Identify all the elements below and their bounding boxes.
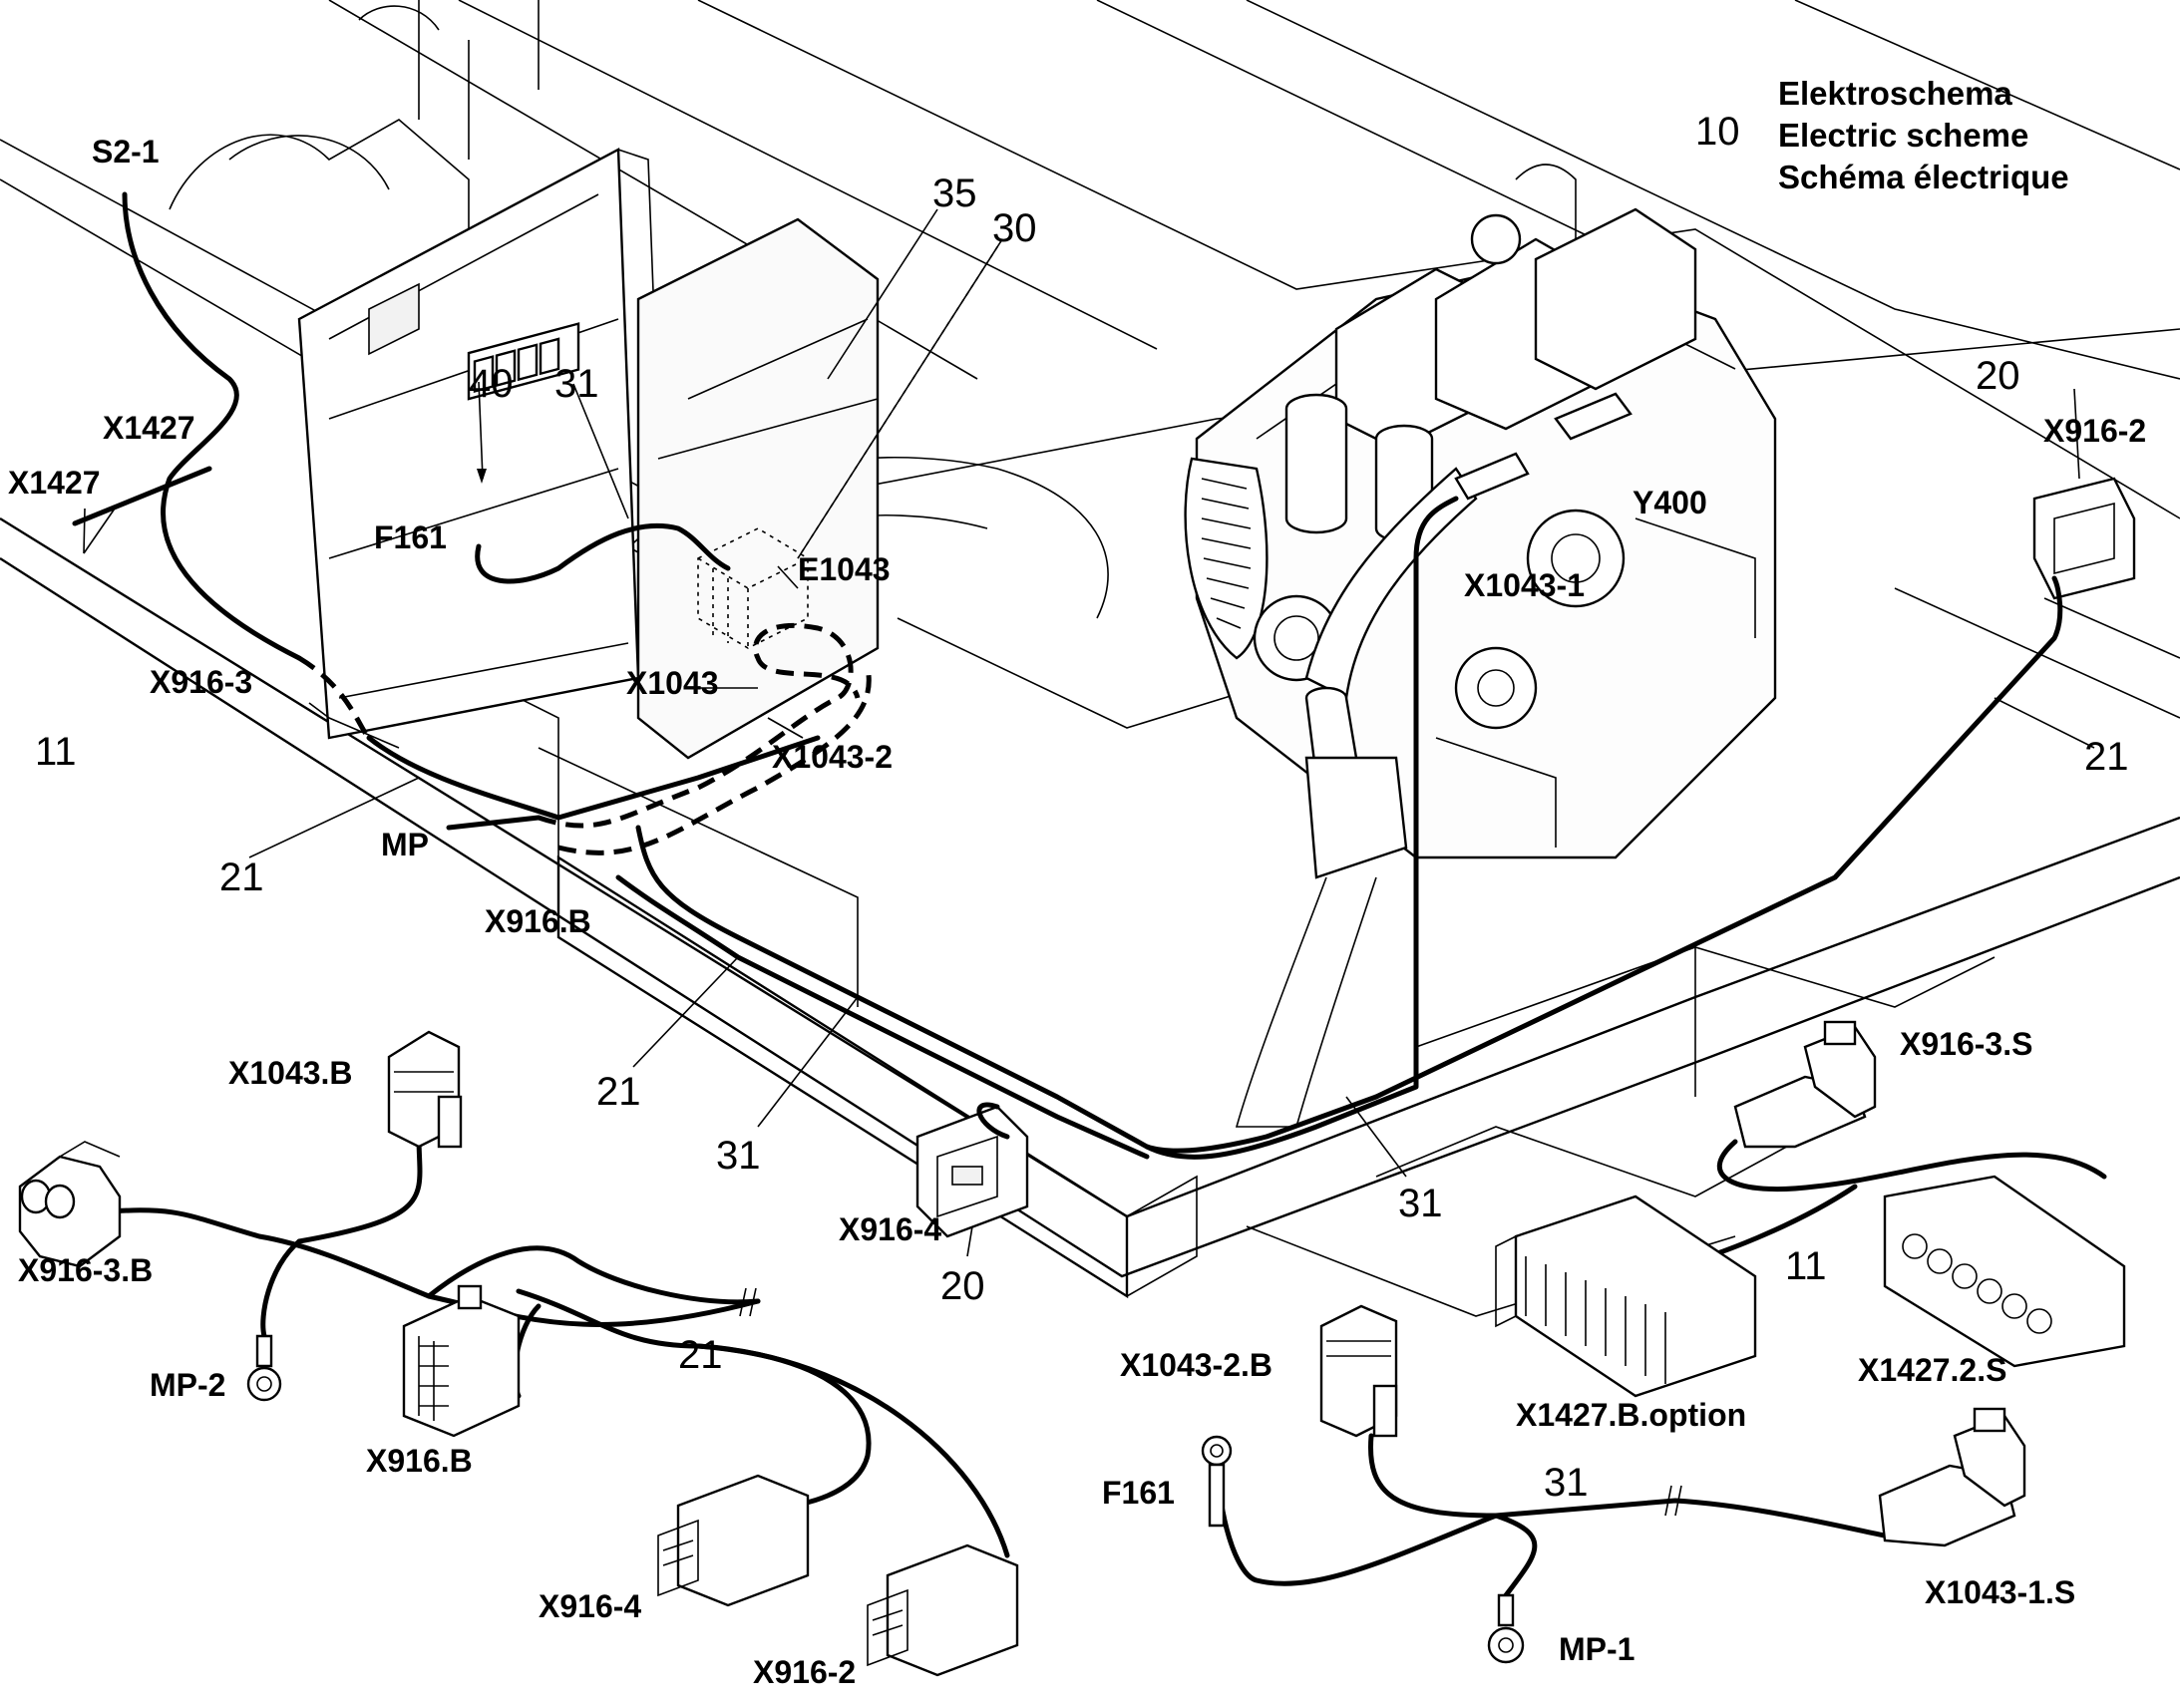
label-x1427-2-s: X1427.2.S <box>1858 1352 2006 1388</box>
engine <box>1184 164 1777 1128</box>
label-y400: Y400 <box>1633 485 1707 520</box>
callout-11-left: 11 <box>35 730 77 774</box>
legend-line-en: Electric scheme <box>1778 117 2028 154</box>
label-x916-b-top: X916.B <box>485 903 591 939</box>
label-x1043-1-s: X1043-1.S <box>1925 1574 2075 1610</box>
fuse-block-f161 <box>467 322 580 401</box>
callout-20-right: 20 <box>1976 354 2020 398</box>
label-x916-2-top: X916-2 <box>2043 413 2146 449</box>
label-x916-3: X916-3 <box>150 664 252 700</box>
label-s2-1: S2-1 <box>92 134 160 170</box>
label-x1427-a: X1427 <box>103 410 195 446</box>
callout-20-bottom: 20 <box>940 1264 985 1308</box>
control-panel <box>297 148 880 760</box>
callout-11-right: 11 <box>1785 1244 1827 1288</box>
callout-40-arrow <box>477 469 487 484</box>
label-x916-b-bottom: X916.B <box>366 1443 473 1479</box>
legend-number: 10 <box>1695 110 1740 154</box>
label-mp-1: MP-1 <box>1559 1631 1635 1667</box>
label-x916-2-bottom: X916-2 <box>753 1654 856 1690</box>
callout-21-mid: 21 <box>596 1070 641 1114</box>
label-x916-4-top: X916-4 <box>839 1211 941 1247</box>
callout-40: 40 <box>469 362 514 406</box>
label-x1427-b-option: X1427.B.option <box>1516 1397 1746 1433</box>
x916-2-connector-block <box>2032 477 2136 600</box>
label-x1427-b: X1427 <box>8 465 101 501</box>
callout-35: 35 <box>932 171 977 215</box>
label-x1043: X1043 <box>626 665 719 701</box>
harness-11-detail <box>1495 1020 2126 1398</box>
callout-30: 30 <box>992 206 1037 250</box>
label-f161-bottom: F161 <box>1102 1475 1175 1511</box>
label-x916-3-b: X916-3.B <box>18 1252 153 1288</box>
harness-21-detail <box>18 1030 1019 1677</box>
callout-31-right: 31 <box>1398 1182 1443 1225</box>
legend-line-de: Elektroschema <box>1778 75 2012 112</box>
callout-31-bottom: 31 <box>1544 1461 1589 1505</box>
label-e1043: E1043 <box>798 551 891 587</box>
harness-routing <box>72 191 2063 1160</box>
callout-31-top: 31 <box>554 362 599 406</box>
label-x916-4-bottom: X916-4 <box>539 1588 641 1624</box>
label-f161: F161 <box>374 519 447 555</box>
label-mp: MP <box>381 827 429 862</box>
label-x1043-2: X1043-2 <box>772 739 893 775</box>
leader-lines <box>83 208 2095 1257</box>
harness-31-detail <box>1201 1304 2026 1664</box>
label-x1043-2-b: X1043-2.B <box>1120 1347 1272 1383</box>
legend-line-fr: Schéma électrique <box>1778 159 2069 195</box>
label-x916-3-s: X916-3.S <box>1900 1026 2032 1062</box>
legend-block: 10 Elektroschema Electric scheme Schéma … <box>1695 75 2069 195</box>
label-mp-2: MP-2 <box>150 1367 225 1403</box>
label-x1043-1: X1043-1 <box>1464 567 1585 603</box>
callout-21-bottom: 21 <box>678 1333 723 1377</box>
e1043-module-outline <box>697 527 809 649</box>
callout-21-right: 21 <box>2084 735 2129 779</box>
callout-21-left: 21 <box>219 855 264 899</box>
label-x1043-b: X1043.B <box>228 1055 353 1091</box>
connector-labels: S2-1 X1427 X1427 X916-3 F161 E1043 X1043… <box>8 134 2146 1690</box>
callout-31-mid: 31 <box>716 1134 761 1178</box>
callout-numbers: 35 30 40 31 20 11 21 21 21 31 31 20 11 2… <box>35 171 2129 1505</box>
